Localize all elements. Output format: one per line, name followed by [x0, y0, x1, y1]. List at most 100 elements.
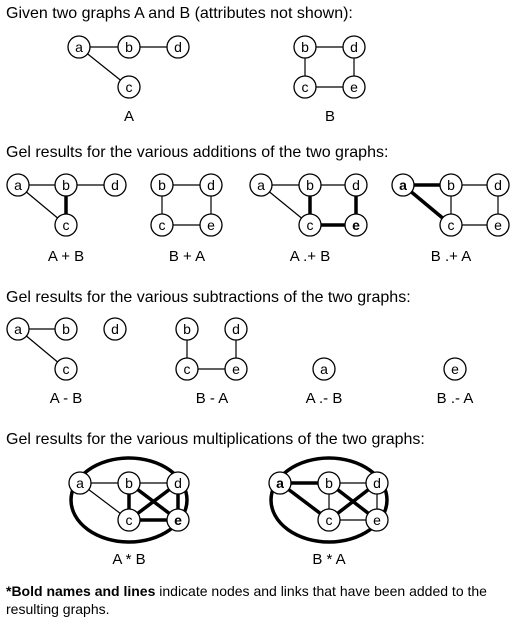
node-label: b: [158, 177, 166, 193]
node-d-BminusA: d: [224, 317, 248, 341]
node-circle: [166, 508, 190, 532]
node-circle: [486, 173, 510, 197]
node-label: b: [183, 321, 191, 337]
node-b-AdotplusB: b: [298, 173, 322, 197]
node-circle: [249, 173, 273, 197]
node-label: a: [14, 177, 22, 193]
node-c-B: c: [293, 75, 317, 99]
node-label: e: [350, 79, 358, 95]
node-circle: [117, 471, 141, 495]
node-circle: [175, 317, 199, 341]
node-circle: [391, 173, 415, 197]
node-label: e: [373, 512, 381, 528]
node-circle: [67, 35, 91, 59]
node-label: c: [126, 512, 133, 528]
node-label: d: [111, 321, 119, 337]
caption-A: A: [124, 108, 134, 125]
node-circle: [365, 471, 389, 495]
node-label: b: [447, 177, 455, 193]
node-circle: [175, 357, 199, 381]
node-label: a: [320, 361, 328, 377]
node-e-BdotminusA: e: [443, 357, 467, 381]
node-circle: [268, 471, 292, 495]
node-label: d: [373, 475, 381, 491]
heading-subtractions: Gel results for the various subtractions…: [6, 289, 411, 306]
node-label: e: [174, 512, 182, 528]
caption-BplusA: B + A: [169, 248, 205, 265]
node-label: c: [307, 217, 314, 233]
caption-AplusB: A + B: [48, 248, 84, 265]
node-b-AtimesB: b: [117, 471, 141, 495]
node-circle: [6, 317, 30, 341]
caption-BminusA: B - A: [196, 390, 229, 407]
node-label: b: [325, 475, 333, 491]
node-a-AdotminusB: a: [312, 357, 336, 381]
node-label: d: [174, 475, 182, 491]
heading-multiplications: Gel results for the various multiplicati…: [6, 431, 425, 448]
node-circle: [117, 35, 141, 59]
node-b-BtimesA: b: [317, 471, 341, 495]
node-label: d: [111, 177, 119, 193]
node-label: a: [76, 475, 84, 491]
node-e-BdotplusA: e: [486, 213, 510, 237]
node-d-AplusB: d: [103, 173, 127, 197]
node-label: b: [306, 177, 314, 193]
node-e-BminusA: e: [224, 357, 248, 381]
node-label: e: [352, 217, 360, 233]
node-d-B: d: [342, 35, 366, 59]
node-circle: [317, 508, 341, 532]
node-b-BplusA: b: [150, 173, 174, 197]
node-circle: [312, 357, 336, 381]
node-d-AtimesB: d: [166, 471, 190, 495]
node-label: c: [63, 361, 70, 377]
node-label: e: [232, 361, 240, 377]
caption-BdotminusA: B .- A: [437, 390, 474, 407]
caption-AminusB: A - B: [50, 390, 83, 407]
node-b-AminusB: b: [54, 317, 78, 341]
edge-a-e-loop-bold: [69, 456, 189, 544]
node-label: c: [184, 361, 191, 377]
node-circle: [6, 173, 30, 197]
node-circle: [68, 471, 92, 495]
node-c-AminusB: c: [54, 357, 78, 381]
node-d-AdotplusB: d: [344, 173, 368, 197]
node-label: c: [63, 217, 70, 233]
node-e-bold-AtimesB: e: [166, 508, 190, 532]
node-b-BdotplusA: b: [439, 173, 463, 197]
node-label: a: [257, 177, 265, 193]
node-circle: [199, 213, 223, 237]
node-circle: [150, 173, 174, 197]
node-circle: [54, 213, 78, 237]
node-c-BplusA: c: [150, 213, 174, 237]
node-b-BminusA: b: [175, 317, 199, 341]
node-label: d: [494, 177, 502, 193]
node-circle: [317, 471, 341, 495]
node-label: a: [399, 177, 407, 193]
node-circle: [344, 213, 368, 237]
node-c-BminusA: c: [175, 357, 199, 381]
node-circle: [117, 75, 141, 99]
node-circle: [439, 213, 463, 237]
node-label: d: [232, 321, 240, 337]
node-label: e: [451, 361, 459, 377]
caption-AtimesB: A * B: [112, 551, 145, 568]
caption-BdotplusA: B .+ A: [431, 248, 471, 265]
node-circle: [344, 173, 368, 197]
node-circle: [103, 173, 127, 197]
caption-AdotplusB: A .+ B: [290, 248, 330, 265]
node-a-A: a: [67, 35, 91, 59]
node-c-AplusB: c: [54, 213, 78, 237]
node-label: b: [62, 177, 70, 193]
node-circle: [54, 173, 78, 197]
caption-B: B: [325, 108, 335, 125]
node-circle: [199, 173, 223, 197]
node-a-bold-BdotplusA: a: [391, 173, 415, 197]
node-e-B: e: [342, 75, 366, 99]
node-d-BplusA: d: [199, 173, 223, 197]
heading-additions: Gel results for the various additions of…: [6, 144, 388, 161]
node-circle: [103, 317, 127, 341]
node-circle: [293, 35, 317, 59]
node-circle: [166, 471, 190, 495]
